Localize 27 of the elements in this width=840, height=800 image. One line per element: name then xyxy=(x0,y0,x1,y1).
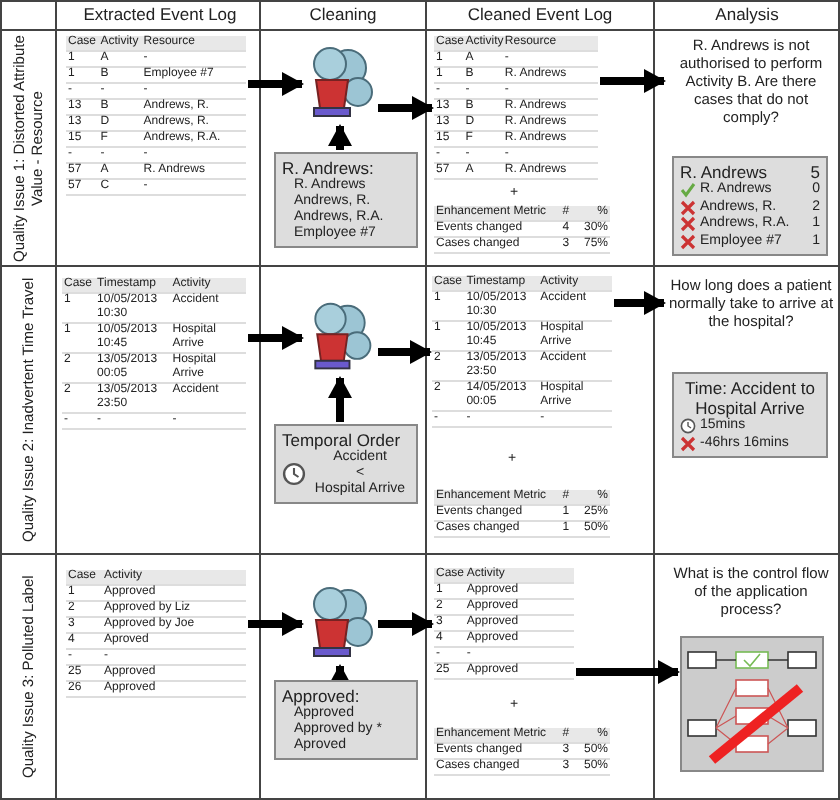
rule-heading: Approved: xyxy=(282,686,362,706)
rule-heading: R. Andrews: xyxy=(282,158,376,178)
arrow xyxy=(248,612,304,636)
column-header: Analysis xyxy=(713,4,781,24)
result-box xyxy=(672,156,828,256)
result-heading: R. Andrews xyxy=(680,162,767,182)
arrow xyxy=(328,124,352,150)
event-log-table xyxy=(62,278,246,430)
arrow xyxy=(248,326,304,350)
arrow xyxy=(328,376,352,422)
arrow xyxy=(600,69,666,93)
column-header: Extracted Event Log xyxy=(81,4,239,24)
arrow xyxy=(328,664,352,686)
arrow xyxy=(378,612,434,636)
event-log-table xyxy=(432,276,612,428)
arrow xyxy=(248,72,304,96)
arrow xyxy=(614,291,666,315)
column-header: Cleaned Event Log xyxy=(465,4,615,24)
result-box xyxy=(672,372,828,458)
arrow xyxy=(378,96,434,120)
arrow xyxy=(576,660,680,684)
arrow xyxy=(378,340,432,364)
result-heading: 5 xyxy=(810,162,820,182)
column-header: Cleaning xyxy=(307,4,379,24)
result-heading: Time: Accident to Hospital Arrive xyxy=(683,378,817,418)
rule-heading: Temporal Order xyxy=(282,430,403,450)
process-model-drawing xyxy=(680,636,824,772)
